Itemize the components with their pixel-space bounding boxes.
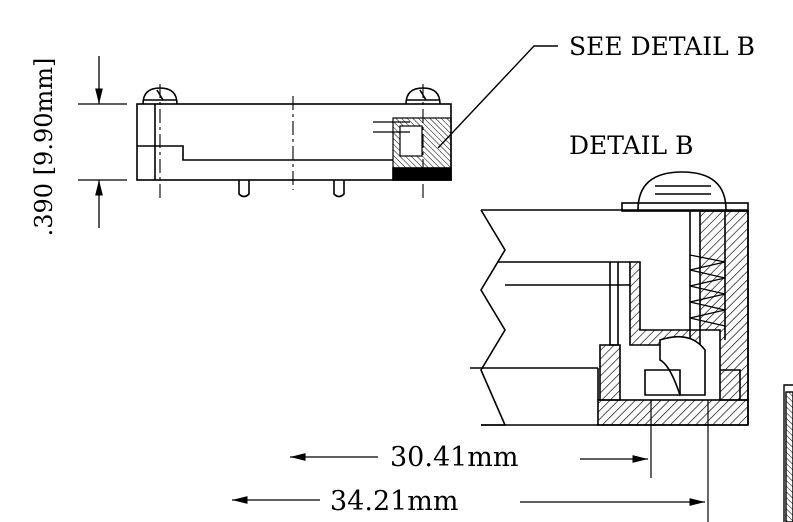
detail-b-view bbox=[470, 171, 749, 426]
detail-leader bbox=[437, 45, 558, 149]
cropped-edge-part bbox=[783, 384, 793, 522]
see-detail-label: SEE DETAIL B bbox=[569, 32, 755, 61]
height-dimension bbox=[78, 56, 127, 228]
dimension-30-41-label: 30.41mm bbox=[390, 442, 519, 473]
height-dimension-label: .390 [9.90mm] bbox=[30, 58, 58, 237]
dimension-34-21-label: 34.21mm bbox=[330, 486, 459, 517]
side-view bbox=[136, 84, 452, 200]
detail-extension-lines bbox=[650, 400, 709, 522]
detail-title: DETAIL B bbox=[569, 131, 693, 160]
dimension-34-21 bbox=[232, 496, 705, 506]
dimension-30-41 bbox=[290, 453, 648, 463]
